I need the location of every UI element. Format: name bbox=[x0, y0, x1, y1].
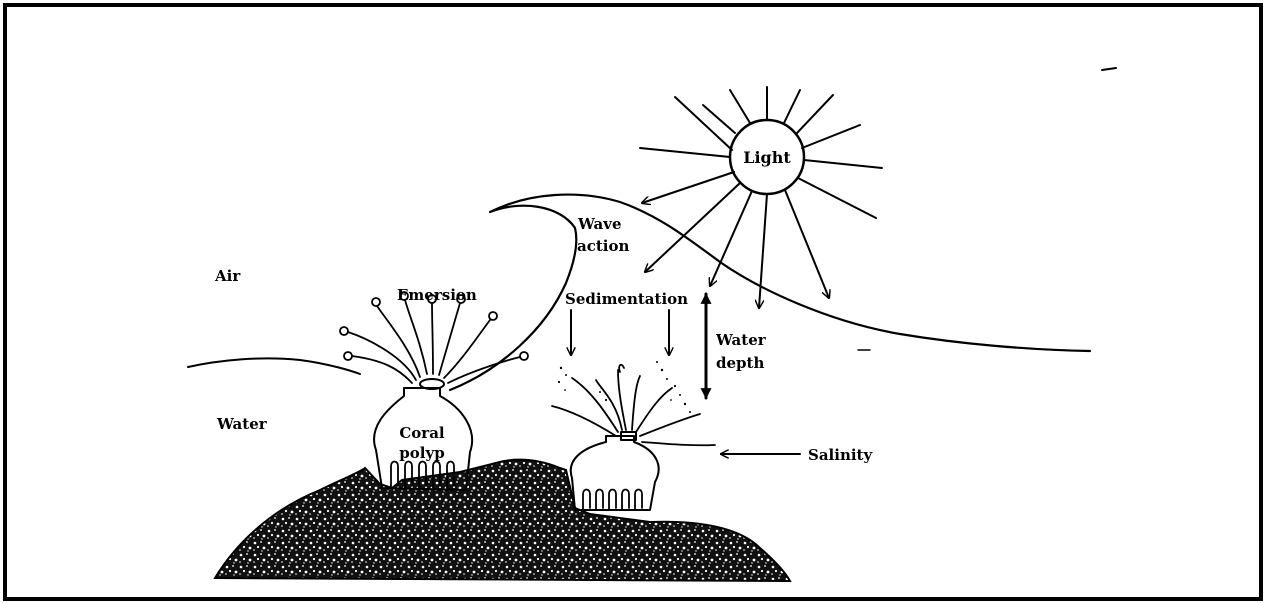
coral-polyp-label-line2: polyp bbox=[399, 444, 444, 462]
water-label: Water bbox=[216, 415, 268, 433]
sedimentation-label: Sedimentation bbox=[565, 290, 688, 308]
light-label: Light bbox=[743, 148, 791, 167]
wave-crest bbox=[450, 195, 1090, 390]
light-rays bbox=[642, 172, 829, 308]
water-surface-left bbox=[188, 358, 360, 374]
wave-action-label-line1: Wave bbox=[577, 215, 622, 233]
sediment-particles bbox=[558, 361, 691, 413]
water-depth-label-line2: depth bbox=[716, 354, 764, 372]
water-depth-label-line1: Water bbox=[715, 331, 767, 349]
coral-polyp-label-line1: Coral bbox=[399, 424, 445, 442]
reef-rock bbox=[215, 460, 790, 581]
emersion-label: Emersion bbox=[397, 286, 477, 304]
coral-polyp-right bbox=[552, 365, 715, 510]
salinity-label: Salinity bbox=[808, 446, 873, 464]
stray-dash-top bbox=[1102, 68, 1116, 70]
wave-action-label-line2: action bbox=[577, 237, 629, 255]
air-label: Air bbox=[214, 267, 241, 285]
